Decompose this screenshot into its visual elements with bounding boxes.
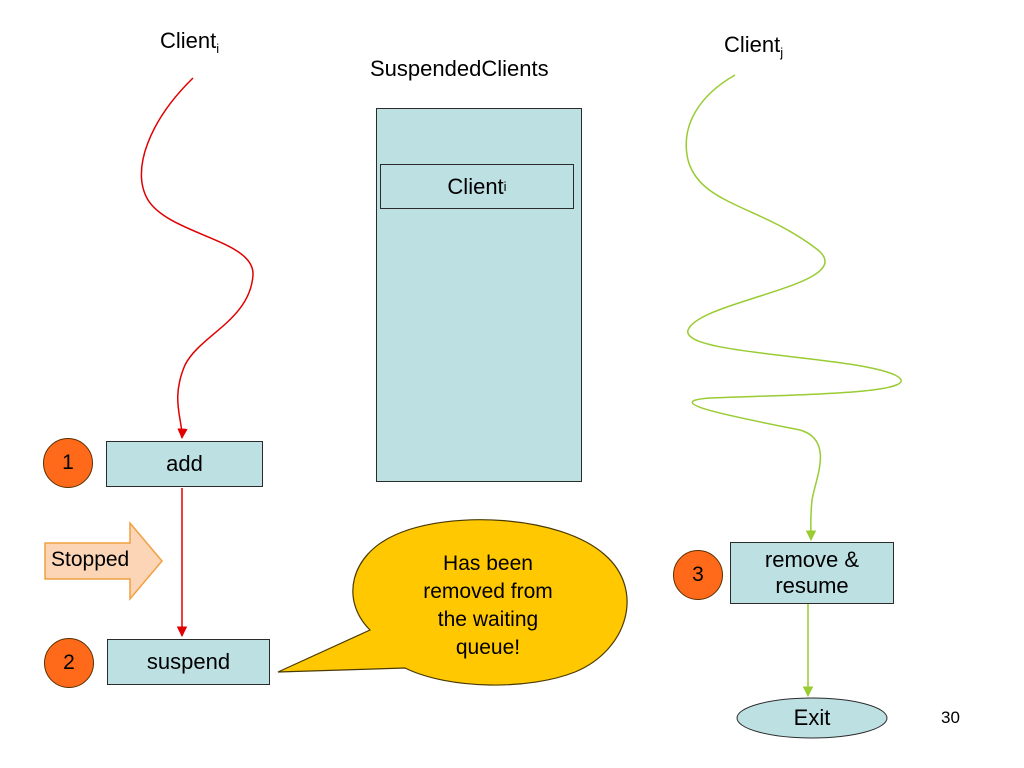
step-2-badge: 2: [44, 638, 94, 688]
stopped-arrow-shape: [44, 520, 163, 602]
step-1-badge: 1: [43, 438, 93, 488]
suspend-box: suspend: [107, 639, 270, 685]
callout-line-2: removed from: [423, 580, 553, 603]
exit-label: Exit: [793, 705, 831, 730]
callout-text: Has been removed from the waiting queue!: [398, 550, 578, 662]
callout-line-3: the waiting: [437, 608, 539, 631]
client-j-title: Clientj: [724, 32, 784, 60]
client-j-thread: [685, 74, 902, 542]
page-number: 30: [941, 708, 960, 727]
client-i-title: Clienti: [160, 28, 220, 56]
remove-resume-line-2: resume: [775, 573, 849, 598]
stopped-label: Stopped: [51, 548, 130, 571]
client-i-thread: [140, 77, 254, 440]
suspended-clients-title: SuspendedClients: [370, 56, 549, 81]
exit-node-shape: [736, 697, 888, 739]
remove-resume-line-1: remove &: [764, 547, 860, 572]
callout-line-1: Has been: [443, 552, 533, 575]
callout-bubble-shape: [277, 519, 628, 686]
step-3-badge: 3: [673, 550, 723, 600]
remove-resume-box: remove & resume: [730, 542, 894, 604]
callout-line-4: queue!: [455, 636, 521, 659]
add-box: add: [106, 441, 263, 487]
